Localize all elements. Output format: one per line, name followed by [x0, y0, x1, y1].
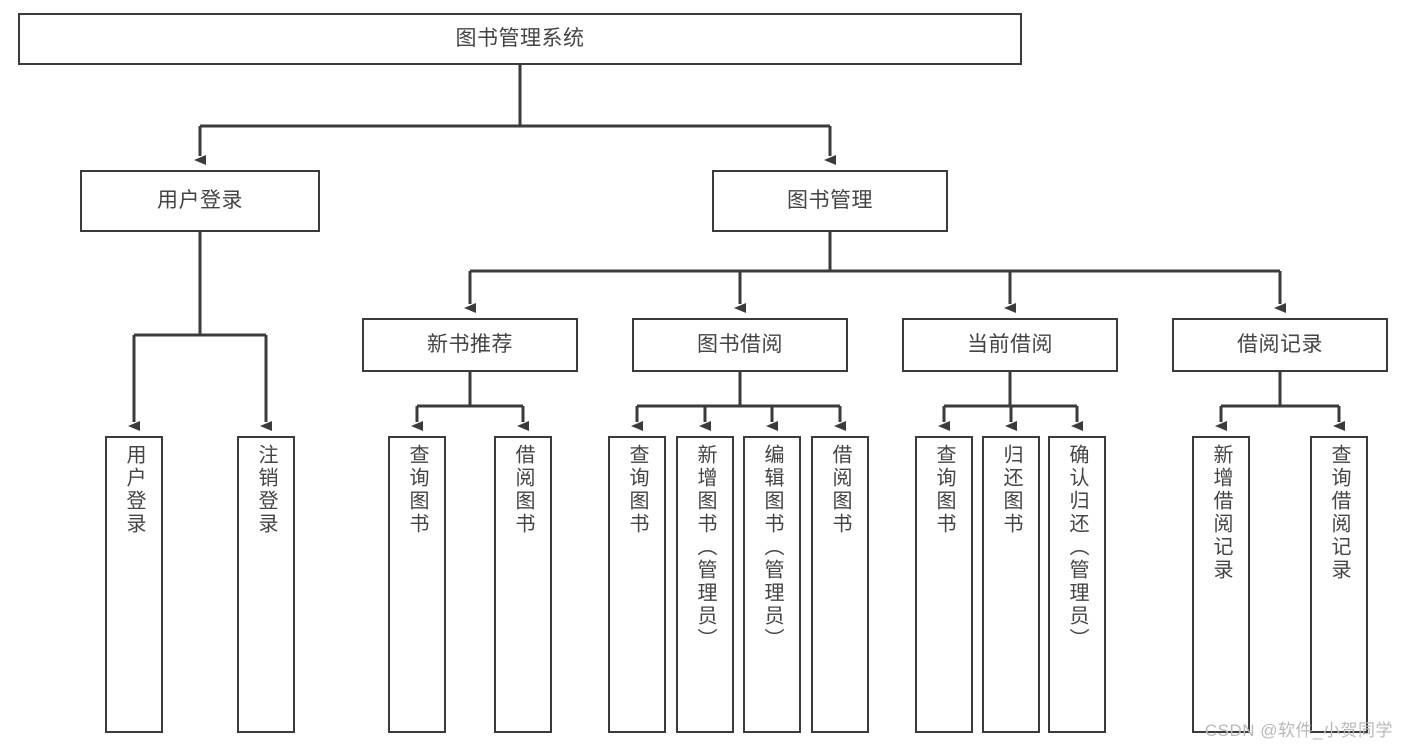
- node-user-login[interactable]: 用户登录: [80, 170, 320, 232]
- node-label: 用户登录: [123, 444, 145, 536]
- node-current-borrow[interactable]: 当前借阅: [902, 318, 1118, 372]
- node-label: 借阅记录: [1237, 333, 1323, 357]
- leaf-logout[interactable]: 注销登录: [237, 436, 295, 733]
- leaf-borrow-query-book[interactable]: 查询图书: [608, 436, 666, 733]
- node-label: 查询借阅记录: [1328, 444, 1350, 582]
- node-label: 借阅图书: [829, 444, 851, 536]
- leaf-current-confirm-return-admin[interactable]: 确认归还（管理员）: [1048, 436, 1106, 733]
- node-label: 图书管理系统: [455, 27, 585, 51]
- leaf-borrow-edit-book-admin[interactable]: 编辑图书（管理员）: [743, 436, 801, 733]
- node-label: 图书管理: [787, 189, 873, 213]
- leaf-newbook-borrow-book[interactable]: 借阅图书: [494, 436, 552, 733]
- leaf-current-query-book[interactable]: 查询图书: [915, 436, 973, 733]
- node-label: 确认归还（管理员）: [1066, 444, 1088, 651]
- node-borrow-record[interactable]: 借阅记录: [1172, 318, 1388, 372]
- node-label: 用户登录: [157, 189, 243, 213]
- node-new-book-recommend[interactable]: 新书推荐: [362, 318, 578, 372]
- leaf-newbook-query-book[interactable]: 查询图书: [388, 436, 446, 733]
- leaf-borrow-borrow-book[interactable]: 借阅图书: [811, 436, 869, 733]
- watermark: CSDN @软件_小贺同学: [1204, 721, 1393, 740]
- leaf-record-add-record[interactable]: 新增借阅记录: [1192, 436, 1250, 733]
- leaf-user-login[interactable]: 用户登录: [105, 436, 163, 733]
- node-label: 编辑图书（管理员）: [761, 444, 783, 651]
- node-label: 查询图书: [406, 444, 428, 536]
- node-book-borrow[interactable]: 图书借阅: [632, 318, 848, 372]
- node-label: 查询图书: [626, 444, 648, 536]
- leaf-borrow-add-book-admin[interactable]: 新增图书（管理员）: [676, 436, 734, 733]
- node-book-management[interactable]: 图书管理: [712, 170, 948, 232]
- leaf-current-return-book[interactable]: 归还图书: [982, 436, 1040, 733]
- leaf-record-query-record[interactable]: 查询借阅记录: [1310, 436, 1368, 733]
- node-root-system[interactable]: 图书管理系统: [18, 13, 1022, 65]
- node-label: 新书推荐: [427, 333, 513, 357]
- node-label: 新增图书（管理员）: [694, 444, 716, 651]
- node-label: 新增借阅记录: [1210, 444, 1232, 582]
- node-label: 借阅图书: [512, 444, 534, 536]
- node-label: 注销登录: [255, 444, 277, 536]
- node-label: 当前借阅: [967, 333, 1053, 357]
- node-label: 归还图书: [1000, 444, 1022, 536]
- node-label: 查询图书: [933, 444, 955, 536]
- node-label: 图书借阅: [697, 333, 783, 357]
